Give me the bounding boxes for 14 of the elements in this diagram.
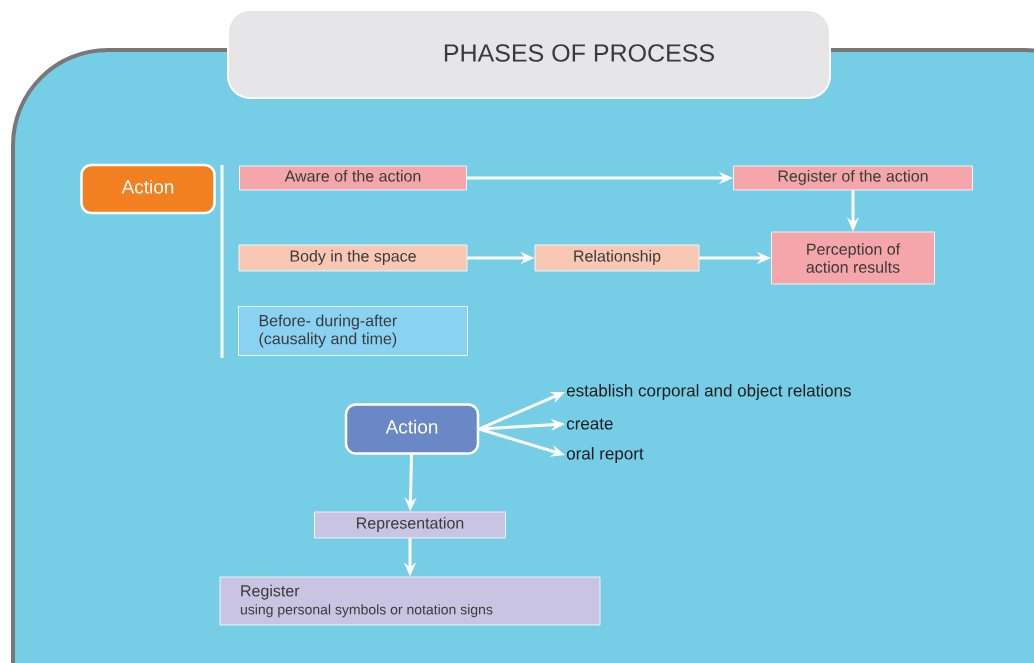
outcome-text: oral report	[566, 447, 644, 463]
process-box: Aware of the action	[239, 165, 467, 191]
process-box: Register of the action	[733, 165, 973, 191]
process-box: Perception of action results	[771, 231, 935, 285]
title: PHASES OF PROCESS	[444, 44, 714, 62]
process-box: Representation	[314, 511, 506, 539]
outcome-text: create	[566, 418, 613, 430]
outcome-text: establish corporal and object relations	[566, 384, 851, 400]
process-box: Relationship	[534, 244, 700, 272]
process-box: Before- during-after (causality and time)	[238, 306, 468, 356]
action-button: Action	[80, 163, 216, 215]
process-box: Body in the space	[238, 244, 468, 272]
process-box: Register using personal symbols or notation signs	[219, 576, 601, 626]
action-button: Action	[344, 403, 480, 455]
